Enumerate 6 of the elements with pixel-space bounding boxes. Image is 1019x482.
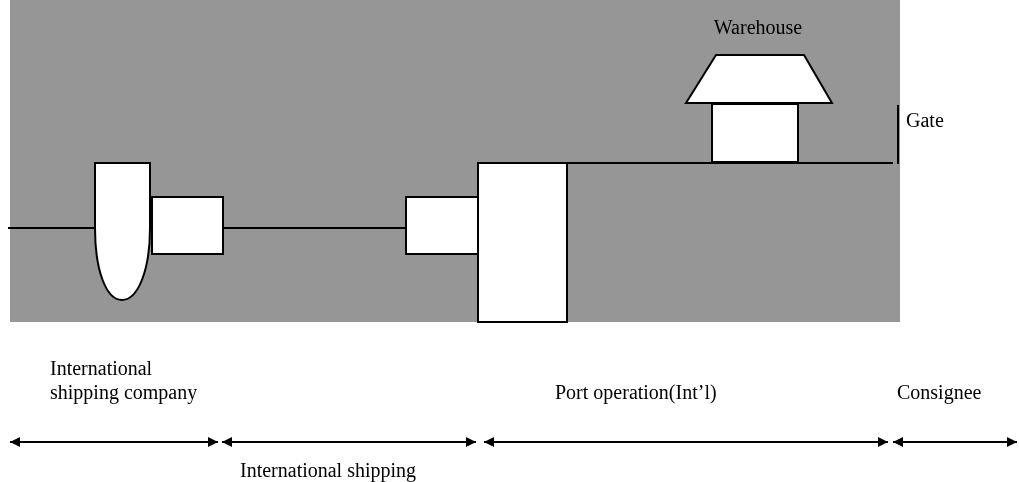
span-label: International shipping company xyxy=(50,356,199,404)
span-label: Consignee xyxy=(897,380,982,404)
span-label: Port operation(Int’l) xyxy=(555,380,717,404)
gate-label: Gate xyxy=(906,108,944,132)
span-label: International shipping xyxy=(240,458,417,482)
warehouse-label: Warehouse xyxy=(713,16,803,38)
